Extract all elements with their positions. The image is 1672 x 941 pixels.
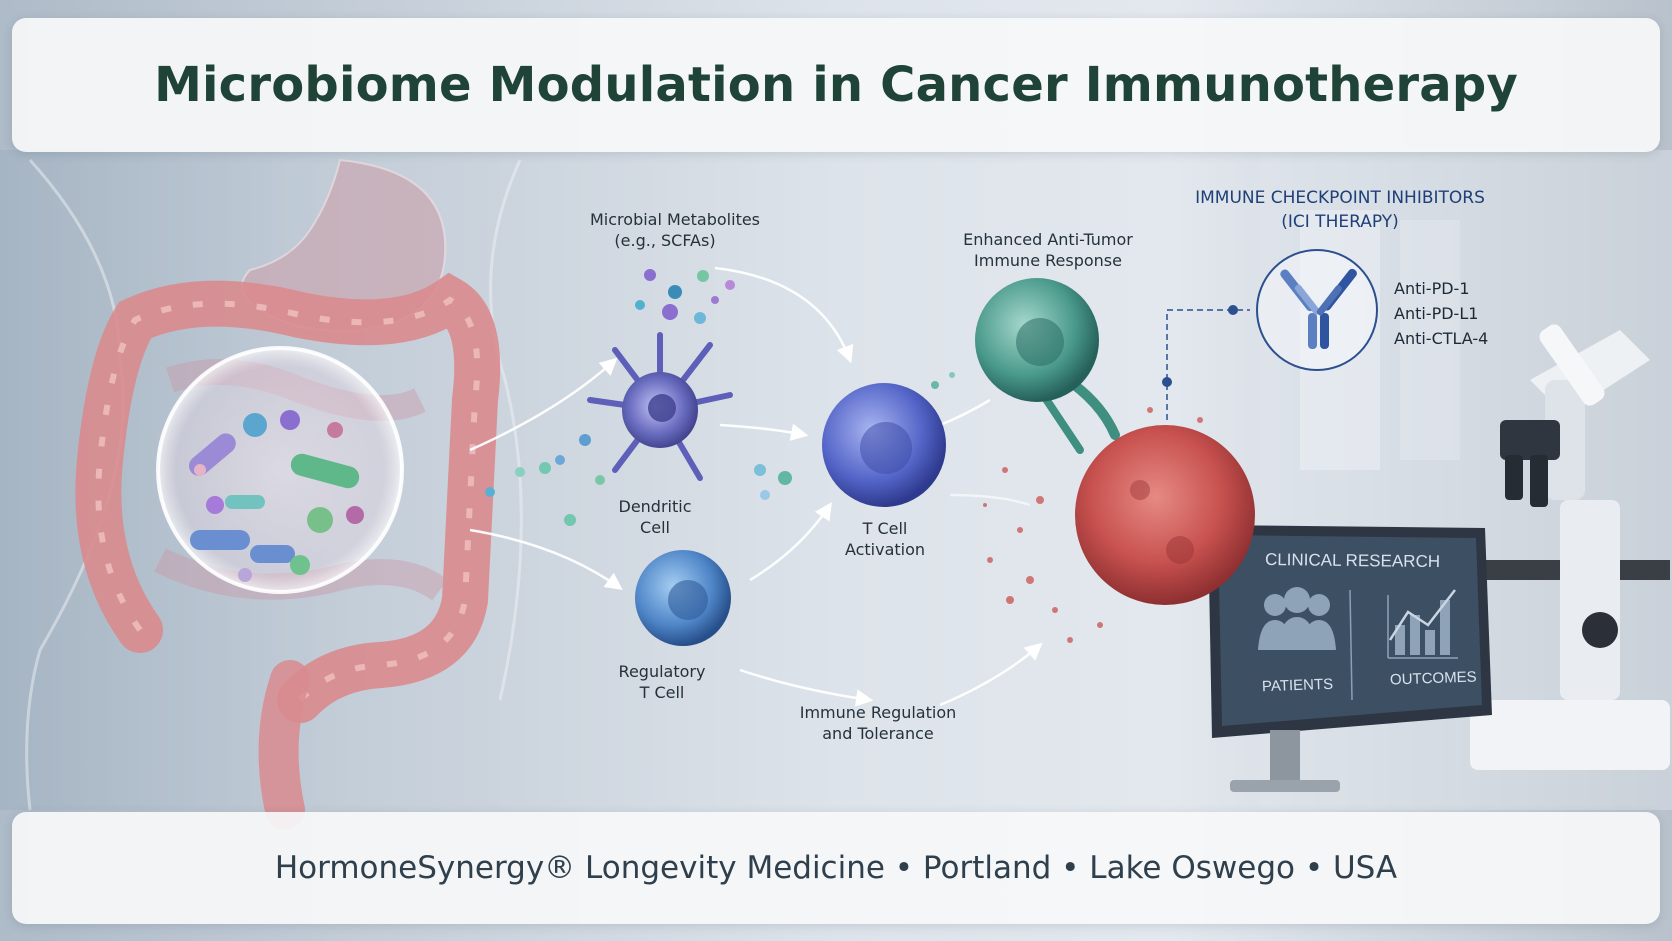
label-t-cell-activation: T Cell Activation bbox=[835, 518, 935, 560]
arrow-gut-to-dendritic bbox=[469, 357, 618, 452]
arrow-dendritic-to-tcell bbox=[719, 423, 809, 441]
arrow-metabolites-to-tcell bbox=[714, 266, 854, 364]
monitor bbox=[1208, 525, 1492, 792]
gut-microbiome-lens bbox=[156, 346, 404, 594]
arrow-treg-to-tcell bbox=[749, 502, 832, 582]
page-title: Microbiome Modulation in Cancer Immunoth… bbox=[154, 57, 1518, 113]
ici-heading-line: (ICI THERAPY) bbox=[1281, 212, 1399, 232]
drug-anti-ctla-4: Anti-CTLA-4 bbox=[1394, 329, 1489, 348]
arrow-regulation-to-tumor bbox=[939, 642, 1043, 707]
dendritic-cell bbox=[587, 332, 733, 481]
label-line: T Cell bbox=[862, 519, 908, 538]
ici-connector bbox=[1162, 305, 1250, 420]
drug-anti-pd-1: Anti-PD-1 bbox=[1394, 279, 1470, 298]
pathway-arrows bbox=[469, 266, 1043, 707]
label-line: Activation bbox=[844, 540, 926, 559]
arrow-tcell-to-activated bbox=[939, 398, 991, 427]
label-line: Dendritic bbox=[618, 497, 692, 516]
outcomes-chart-icon bbox=[1387, 589, 1458, 659]
tumor-cell bbox=[983, 407, 1255, 643]
label-line: Immune Response bbox=[974, 251, 1122, 270]
footer-text: HormoneSynergy® Longevity Medicine • Por… bbox=[274, 850, 1398, 886]
label-enhanced-anti-tumor: Enhanced Anti-Tumor Immune Response bbox=[958, 229, 1138, 271]
arrow-treg-to-regulation bbox=[739, 668, 874, 707]
ici-heading-line: IMMUNE CHECKPOINT INHIBITORS bbox=[1195, 188, 1485, 208]
ici-drug-list: Anti-PD-1 Anti-PD-L1 Anti-CTLA-4 bbox=[1394, 276, 1488, 351]
label-dendritic-cell: Dendritic Cell bbox=[605, 496, 705, 538]
label-regulatory-t-cell: Regulatory T Cell bbox=[612, 661, 712, 703]
label-line: Enhanced Anti-Tumor bbox=[963, 230, 1133, 249]
label-line: Cell bbox=[640, 518, 670, 537]
monitor-patients-label: PATIENTS bbox=[1261, 675, 1334, 696]
label-immune-regulation: Immune Regulation and Tolerance bbox=[798, 702, 958, 744]
activated-immune-cell bbox=[975, 278, 1120, 454]
arrow-side-left bbox=[949, 493, 1031, 507]
t-cell bbox=[822, 383, 946, 507]
microscope-icon bbox=[1470, 324, 1670, 770]
footer-banner: HormoneSynergy® Longevity Medicine • Por… bbox=[12, 812, 1660, 924]
antibody-icon bbox=[1256, 249, 1378, 371]
arrow-gut-to-treg bbox=[469, 528, 623, 591]
label-microbial-metabolites: Microbial Metabolites (e.g., SCFAs) bbox=[590, 209, 761, 251]
regulatory-t-cell bbox=[635, 550, 731, 646]
metabolite-particles bbox=[485, 269, 955, 526]
monitor-heading: CLINICAL RESEARCH bbox=[1264, 549, 1441, 572]
label-line: Regulatory bbox=[618, 662, 706, 681]
label-line: (e.g., SCFAs) bbox=[614, 231, 716, 250]
drug-anti-pd-l1: Anti-PD-L1 bbox=[1394, 304, 1479, 323]
monitor-outcomes-label: OUTCOMES bbox=[1389, 668, 1477, 689]
label-line: T Cell bbox=[639, 683, 685, 702]
patients-icon bbox=[1258, 587, 1336, 650]
label-line: Microbial Metabolites bbox=[590, 210, 761, 229]
label-line: Immune Regulation bbox=[799, 703, 957, 722]
bacteria bbox=[188, 410, 364, 582]
title-banner: Microbiome Modulation in Cancer Immunoth… bbox=[12, 18, 1660, 152]
label-line: and Tolerance bbox=[822, 724, 934, 743]
ici-heading: IMMUNE CHECKPOINT INHIBITORS (ICI THERAP… bbox=[1180, 186, 1500, 234]
